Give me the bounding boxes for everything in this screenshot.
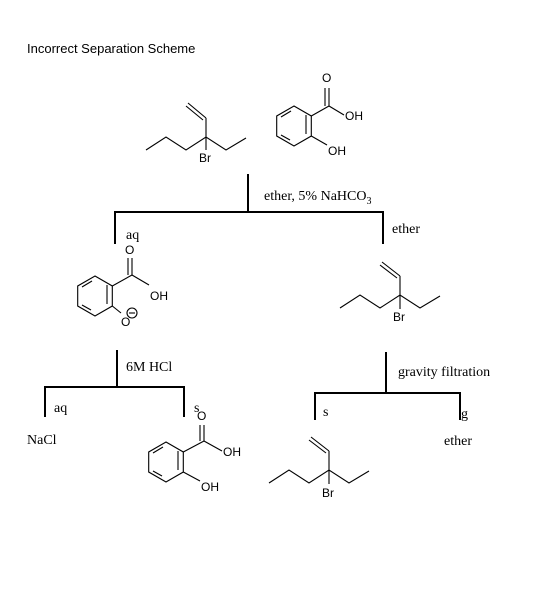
carboxyl-oh-label: OH [345,109,363,123]
salicylic-acid-structure-top: O OH OH [276,71,363,158]
carboxyl-oh-label: OH [223,445,241,459]
step3-solid-label: s [323,405,328,420]
bromo-alkene-structure-ether-layer: Br [339,261,441,324]
step1-aq-label: aq [126,228,139,243]
step3-ether-product: ether [444,434,472,449]
scheme-title: Incorrect Separation Scheme [27,41,195,56]
bromine-atom-label: Br [322,486,334,500]
step1-reagent: ether, 5% NaHCO3 [264,189,371,207]
carboxyl-oh-label: OH [150,289,168,303]
bromo-alkene-structure-top: Br [145,102,247,165]
carbonyl-oxygen-label: O [125,243,134,257]
step3-reagent: gravity filtration [398,365,490,380]
salicylate-anion-structure: O OH O [77,243,168,329]
bromine-atom-label: Br [393,310,405,324]
phenoxide-oxygen-label: O [121,315,130,329]
bromo-alkene-structure-solid: Br [268,436,370,500]
step1-ether-label: ether [392,222,420,237]
carbonyl-oxygen-label: O [322,71,331,85]
phenol-oh-label: OH [328,144,346,158]
bromine-atom-label: Br [199,151,211,165]
step2-reagent: 6M HCl [126,360,172,375]
separation-tree-lines [44,174,461,420]
step3-g-label: g [461,407,468,422]
negative-charge-icon [126,307,138,319]
phenol-oh-label: OH [201,480,219,494]
salicylic-acid-structure-solid: O OH OH [148,409,241,494]
step2-nacl-product: NaCl [27,433,57,448]
step2-solid-label: s [194,401,199,416]
carbonyl-oxygen-label: O [197,409,206,423]
step2-aq-label: aq [54,401,67,416]
